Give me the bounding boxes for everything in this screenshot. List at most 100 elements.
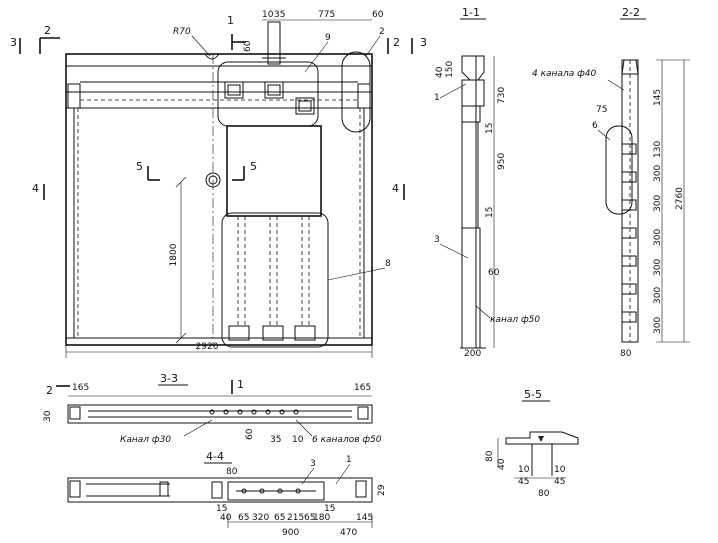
callout-9: 9 <box>325 33 331 43</box>
dim-3-3-35: 35 <box>270 435 281 445</box>
callout-6: 6 <box>592 121 598 131</box>
dim-2920: 2920 <box>196 342 219 352</box>
callout-1-4-4: 1 <box>346 455 352 465</box>
title-1-1: 1-1 <box>462 6 480 19</box>
cut-1-top: 1 <box>227 14 234 27</box>
title-4-4: 4-4 <box>206 450 224 463</box>
dim-2-2-145: 145 <box>653 89 663 106</box>
dim-4-4-470: 470 <box>340 528 357 538</box>
dim-5-5-80b: 80 <box>538 489 550 499</box>
dim-3-3-165a: 165 <box>72 383 89 393</box>
panel-outline <box>65 53 373 346</box>
dim-2-2-2760: 2760 <box>675 187 685 210</box>
dim-3-3-60: 60 <box>245 428 255 440</box>
dim-4-4-40: 40 <box>220 513 232 523</box>
dim-2-2-130: 130 <box>653 141 663 158</box>
dim-4-4-29: 29 <box>377 484 387 496</box>
dim-2-2-80: 80 <box>620 349 632 359</box>
cut-4-right: 4 <box>392 182 399 195</box>
dim-1-1-60: 60 <box>488 268 500 278</box>
title-5-5: 5-5 <box>524 388 542 401</box>
dim-4-4-15: 15 <box>216 504 227 514</box>
dim-4-4-145: 145 <box>356 513 373 523</box>
callout-1: 1 <box>434 93 440 103</box>
dim-top-775: 775 <box>318 10 335 20</box>
cut-2-bottom: 2 <box>46 384 53 397</box>
dim-top-10: 10 <box>262 10 274 20</box>
dim-5-5-45b: 45 <box>554 477 565 487</box>
dim-1-1-150: 150 <box>445 61 455 78</box>
cut-5-right: 5 <box>250 160 257 173</box>
dim-2-2-75: 75 <box>596 105 607 115</box>
section-5-5: 5-5 80 40 10 10 45 45 80 <box>485 388 579 499</box>
dim-2-2-300b: 300 <box>653 195 663 212</box>
zone-2 <box>341 51 371 133</box>
dim-3-3-10: 10 <box>292 435 304 445</box>
dim-1-1-730: 730 <box>497 87 507 104</box>
dim-3-3-30: 30 <box>43 410 53 422</box>
note-channel-30: Канал ф30 <box>120 435 171 445</box>
callout-3-4-4: 3 <box>310 459 316 469</box>
note-channels-40: 4 канала ф40 <box>532 69 596 79</box>
dim-4-4-215: 215 <box>287 513 304 523</box>
dim-2-2-300e: 300 <box>653 287 663 304</box>
note-r70: R70 <box>173 27 191 37</box>
beam-profile-1-1 <box>461 55 485 81</box>
dim-2-2-300f: 300 <box>653 317 663 334</box>
cut-1-bottom: 1 <box>237 378 244 391</box>
window-opening <box>226 125 322 217</box>
cut-3-left: 3 <box>10 36 17 49</box>
dim-4-4-65b: 65 <box>274 513 285 523</box>
dim-2-2-300d: 300 <box>653 259 663 276</box>
dim-4-4-180: 180 <box>313 513 330 523</box>
cut-5-left: 5 <box>136 160 143 173</box>
dim-5-5-10a: 10 <box>518 465 530 475</box>
detail-profile-5-5 <box>505 431 579 445</box>
dim-4-4-320: 320 <box>252 513 269 523</box>
dim-top-60: 60 <box>372 10 384 20</box>
note-channel-50: канал ф50 <box>490 315 540 325</box>
upper-box-1 <box>224 81 244 99</box>
dim-1800: 1800 <box>169 243 179 266</box>
cut-2-left: 2 <box>44 24 51 37</box>
dim-4-4-65c: 65 <box>304 513 315 523</box>
right-block <box>357 83 371 109</box>
dim-1-1-40: 40 <box>435 66 445 78</box>
dim-4-4-15b: 15 <box>324 504 335 514</box>
cut-3-right: 3 <box>420 36 427 49</box>
cut-4-left: 4 <box>32 182 39 195</box>
dim-5-5-10b: 10 <box>554 465 566 475</box>
dim-5-5-40: 40 <box>497 458 507 470</box>
title-3-3: 3-3 <box>160 372 178 385</box>
dim-1-1-15: 15 <box>485 123 495 134</box>
callout-3: 3 <box>434 235 440 245</box>
callout-2: 2 <box>379 27 385 37</box>
bottom-box-2 <box>262 325 284 341</box>
beam-plan-3-3 <box>67 404 373 424</box>
dim-left-60: 60 <box>243 40 253 52</box>
dim-2-2-300c: 300 <box>653 229 663 246</box>
dim-4-4-900: 900 <box>282 528 299 538</box>
window-jamb-4-4 <box>227 481 325 501</box>
title-2-2: 2-2 <box>622 6 640 19</box>
bottom-box-1 <box>228 325 250 341</box>
bottom-box-3 <box>294 325 316 341</box>
dim-5-5-80: 80 <box>485 450 495 462</box>
section-2-2: 2-2 145 130 300 300 2760 300 300 300 300… <box>532 6 690 359</box>
left-block <box>67 83 81 109</box>
dim-1-1-950: 950 <box>497 153 507 170</box>
dim-3-3-165b: 165 <box>354 383 371 393</box>
dim-1-1-200: 200 <box>464 349 481 359</box>
section-3-3: 3-3 2 1 165 165 30 60 35 10 Канал ф30 6 … <box>43 372 382 445</box>
note-channels-6x50: 6 каналов ф50 <box>312 435 382 445</box>
main-elevation: 1800 2920 10 35 775 60 60 R70 9 2 8 3 2 … <box>10 10 427 358</box>
section-1-1: 1-1 40 150 730 15 950 15 60 200 1 3 кана… <box>434 6 540 359</box>
zone-6 <box>605 125 633 215</box>
lifting-hole <box>205 172 221 188</box>
dim-5-5-45a: 45 <box>518 477 529 487</box>
column-plan-4-4 <box>67 477 373 503</box>
section-4-4: 4-4 80 29 15 40 65 320 65 215 65 180 15 … <box>67 450 387 538</box>
r70-notch <box>204 53 220 60</box>
top-insert <box>267 21 281 65</box>
